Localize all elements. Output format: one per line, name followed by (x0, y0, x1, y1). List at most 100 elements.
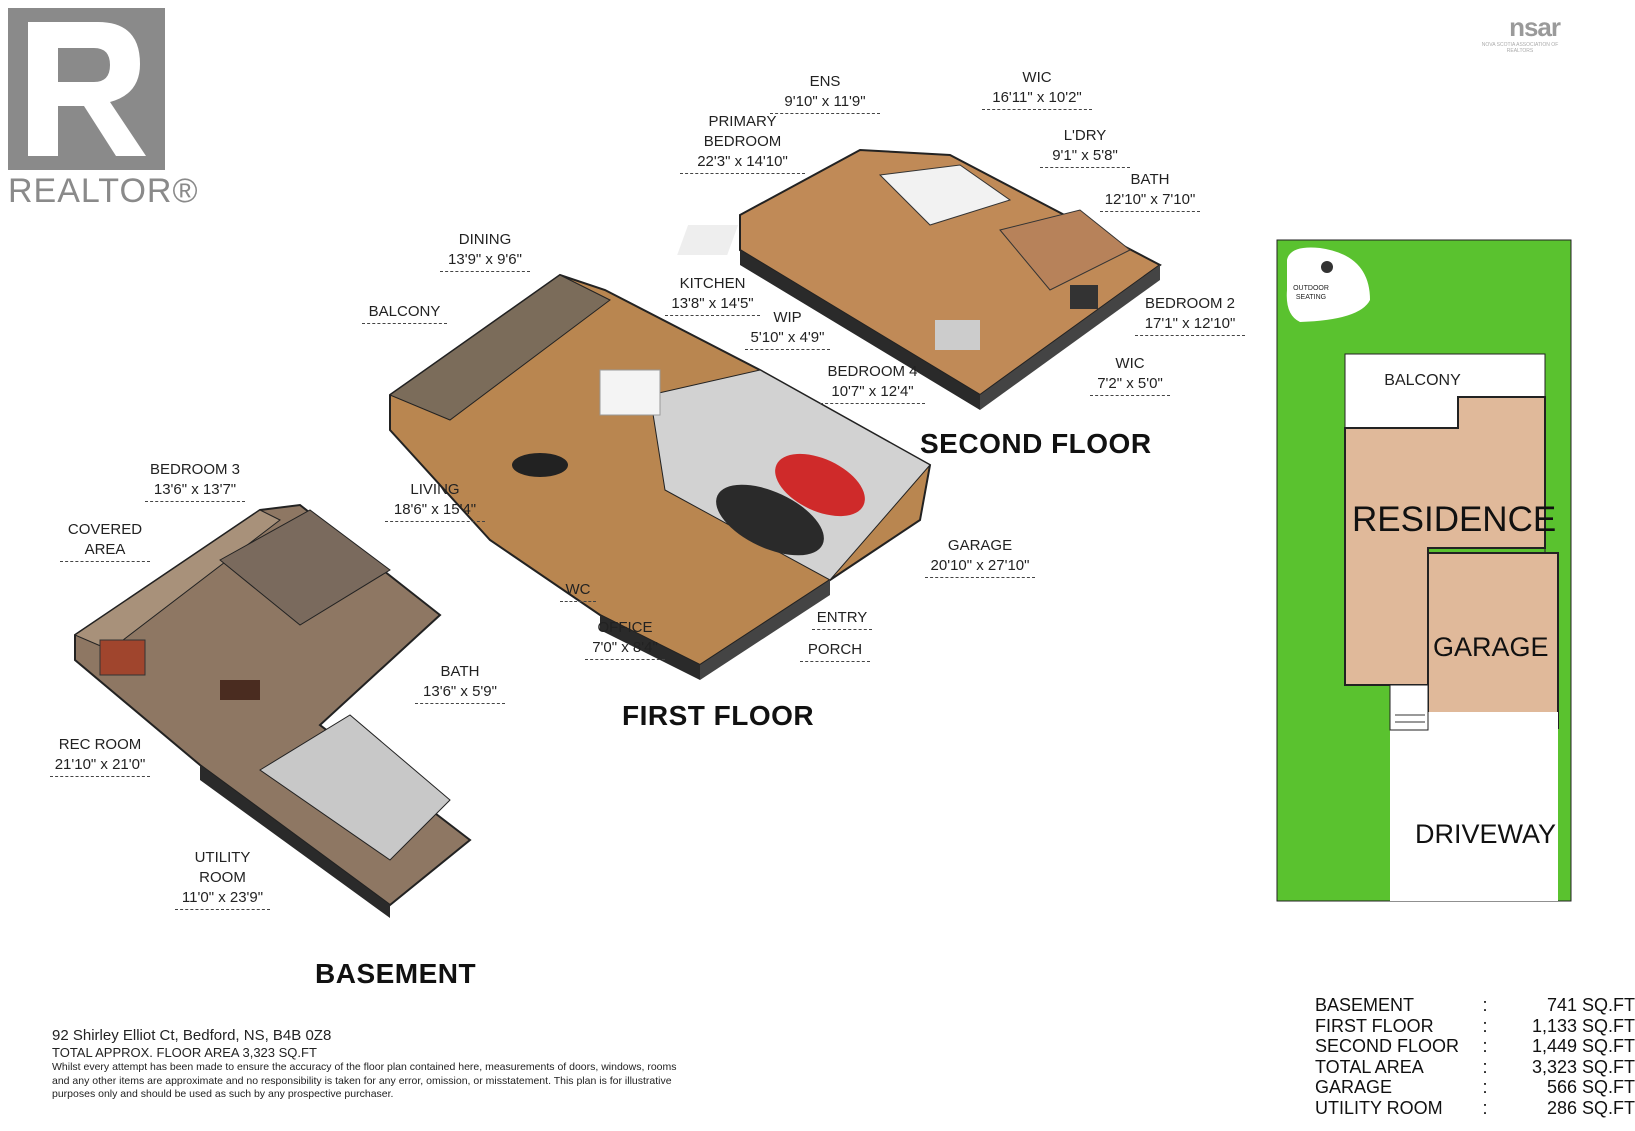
area-sep: : (1482, 1036, 1488, 1056)
room-dim: 21'10" x 21'0" (50, 755, 150, 777)
room-dim: 13'9" x 9'6" (440, 250, 530, 272)
room-dim: 10'7" x 12'4" (820, 382, 925, 404)
room-dim (362, 322, 447, 324)
room-label-bedroom-4: BEDROOM 4 10'7" x 12'4" (820, 362, 925, 404)
area-name: GARAGE (1315, 1077, 1393, 1097)
room-label-laundry: L'DRY 9'1" x 5'8" (1040, 126, 1130, 168)
room-label-bath-basement: BATH 13'6" x 5'9" (415, 662, 505, 704)
room-dim (800, 660, 870, 662)
room-name: WIC (1115, 355, 1145, 372)
nsar-subtitle: NOVA SCOTIA ASSOCIATION OF REALTORS (1481, 42, 1559, 54)
room-name: BEDROOM 3 (149, 461, 240, 478)
room-dim: 7'2" x 5'0" (1090, 374, 1170, 396)
room-label-garage: GARAGE 20'10" x 27'10" (925, 536, 1035, 578)
room-label-wip: WIP 5'10" x 4'9" (745, 308, 830, 350)
room-dim: 13'8" x 14'5" (665, 294, 760, 316)
room-name: UTILITY ROOM (194, 849, 251, 886)
realtor-r-icon (28, 22, 146, 156)
room-dim: 13'6" x 5'9" (415, 682, 505, 704)
room-dim (60, 560, 150, 562)
room-name: BALCONY (368, 303, 441, 320)
site-balcony-label: BALCONY (1384, 372, 1461, 389)
first-floor-title: FIRST FLOOR (622, 700, 815, 731)
disclaimer-text: Whilst every attempt has been made to en… (52, 1061, 677, 1100)
room-name: LIVING (410, 481, 460, 498)
room-name: PORCH (807, 641, 863, 658)
realtor-logo (8, 8, 165, 170)
site-plan-drawing (1276, 239, 1572, 902)
room-label-ens: ENS 9'10" x 11'9" (770, 72, 880, 114)
room-name: KITCHEN (679, 275, 746, 292)
realtor-wordmark: REALTOR® (8, 172, 199, 210)
room-dim: 13'6" x 13'7" (145, 480, 245, 502)
area-sep: : (1482, 1056, 1488, 1077)
room-dim: 7'0" x 8'4" (585, 638, 665, 660)
room-name: BEDROOM 2 (1144, 295, 1235, 312)
room-dim: 22'3" x 14'10" (680, 152, 805, 174)
room-label-entry: ENTRY (812, 608, 872, 630)
area-sep: : (1482, 1077, 1488, 1097)
area-name: TOTAL AREA (1315, 1056, 1424, 1077)
area-value: 286 SQ.FT (1546, 1097, 1635, 1118)
area-name: SECOND FLOOR (1315, 1036, 1460, 1056)
room-label-wc: WC (560, 580, 596, 602)
floorplan-illustrations (73, 148, 1572, 918)
room-name: GARAGE (947, 537, 1013, 554)
area-row: GARAGE: 566 SQ.FT (1315, 1077, 1635, 1098)
room-name: BEDROOM 4 (827, 363, 918, 380)
second-floor-drawing (677, 148, 1162, 410)
room-name: ENTRY (816, 609, 868, 626)
room-name: ENS (809, 73, 841, 90)
basement-drawing (73, 503, 472, 918)
room-label-dining: DINING 13'9" x 9'6" (440, 230, 530, 272)
room-dim: 20'10" x 27'10" (925, 556, 1035, 578)
area-value: 566 SQ.FT (1546, 1077, 1635, 1097)
room-name: WIP (773, 309, 802, 326)
site-residence-label: RESIDENCE (1352, 500, 1557, 539)
area-sep: : (1482, 995, 1488, 1015)
room-dim: 9'10" x 11'9" (770, 92, 880, 114)
area-row: BASEMENT: 741 SQ.FT (1315, 995, 1635, 1016)
room-dim: 11'0" x 23'9" (175, 888, 270, 910)
area-name: UTILITY ROOM (1315, 1097, 1443, 1118)
area-row: UTILITY ROOM:286 SQ.FT (1315, 1098, 1635, 1119)
area-value: 741 SQ.FT (1546, 995, 1635, 1015)
room-dim: 9'1" x 5'8" (1040, 146, 1130, 168)
area-row: FIRST FLOOR:1,133 SQ.FT (1315, 1016, 1635, 1037)
room-label-porch: PORCH (800, 640, 870, 662)
area-summary-table: BASEMENT: 741 SQ.FT FIRST FLOOR:1,133 SQ.… (1315, 995, 1635, 1118)
room-label-living: LIVING 18'6" x 15'4" (385, 480, 485, 522)
room-label-bedroom-3: BEDROOM 3 13'6" x 13'7" (145, 460, 245, 502)
room-label-covered-area: COVERED AREA (60, 520, 150, 562)
area-sep: : (1482, 1015, 1488, 1036)
room-dim: 5'10" x 4'9" (745, 328, 830, 350)
area-row: TOTAL AREA: 3,323 SQ.FT (1315, 1057, 1635, 1078)
room-label-rec-room: REC ROOM 21'10" x 21'0" (50, 735, 150, 777)
room-name: L'DRY (1063, 127, 1107, 144)
room-name: DINING (458, 231, 512, 248)
total-floor-area: TOTAL APPROX. FLOOR AREA 3,323 SQ.FT (52, 1045, 317, 1060)
area-name: FIRST FLOOR (1315, 1015, 1434, 1036)
second-floor-title: SECOND FLOOR (920, 428, 1152, 459)
room-name: WC (565, 581, 591, 598)
room-label-kitchen: KITCHEN 13'8" x 14'5" (665, 274, 760, 316)
area-name: BASEMENT (1315, 995, 1415, 1015)
area-row: SECOND FLOOR:1,449 SQ.FT (1315, 1036, 1635, 1057)
room-dim (812, 628, 872, 630)
nsar-logo: nsar (1509, 12, 1561, 42)
room-name: REC ROOM (58, 736, 142, 753)
area-value: 3,323 SQ.FT (1531, 1056, 1635, 1077)
room-dim: 18'6" x 15'4" (385, 500, 485, 522)
room-dim: 12'10" x 7'10" (1100, 190, 1200, 212)
room-name: PRIMARY BEDROOM (703, 113, 782, 150)
property-address: 92 Shirley Elliot Ct, Bedford, NS, B4B 0… (52, 1027, 332, 1044)
room-name: COVERED AREA (67, 521, 143, 558)
room-name: BATH (440, 663, 480, 680)
first-floor-drawing (388, 273, 932, 680)
room-label-balcony: BALCONY (362, 302, 447, 324)
